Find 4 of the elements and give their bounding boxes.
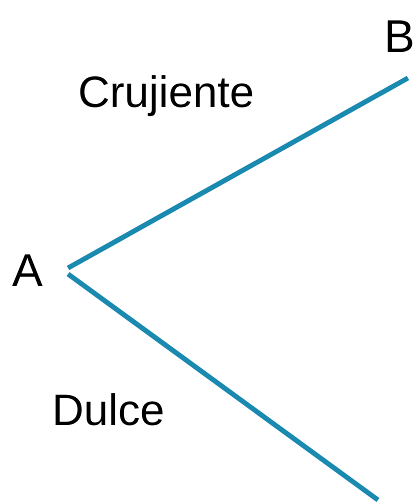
node-label: A (10, 244, 68, 296)
connector-line (66, 76, 410, 270)
node-label: B (384, 10, 420, 76)
connector-line (66, 272, 380, 502)
